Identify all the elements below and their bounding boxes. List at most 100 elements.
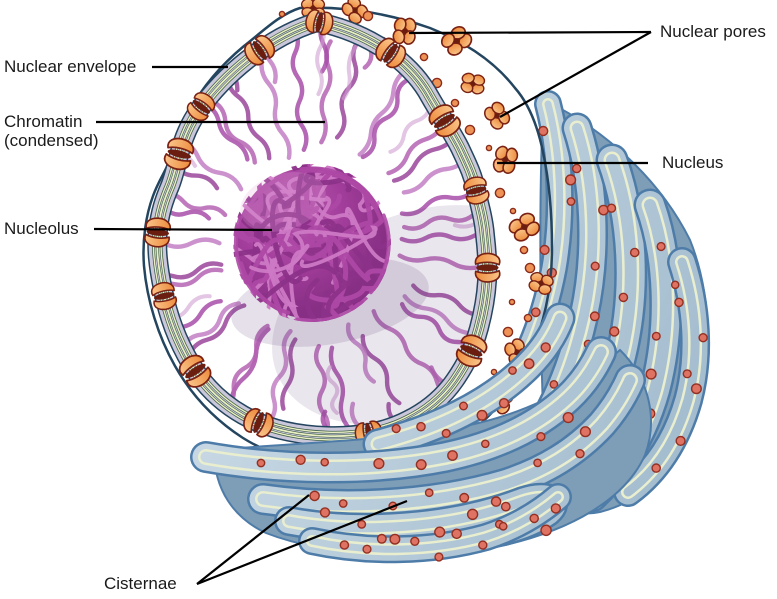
ribosome-dot [566, 197, 576, 206]
ribosome-dot [562, 412, 574, 424]
ribosome-dot [464, 124, 476, 136]
ribosome-dot [540, 524, 552, 537]
ribosome-dot [339, 540, 350, 550]
ribosome-dot [598, 204, 609, 216]
ribosome-dot [490, 496, 502, 507]
ribosome-dot [498, 521, 508, 531]
ribosome-dot [690, 383, 702, 395]
ribosome-dot [447, 450, 458, 461]
ribosome-dot [536, 432, 546, 442]
ribosome-dot [389, 533, 401, 545]
ribosome-dot [564, 174, 577, 186]
ribosome-dot [674, 297, 684, 308]
ribosome-dot [538, 125, 549, 137]
nuclear-pore-top-icon [503, 207, 545, 248]
ribosome-dot [549, 379, 559, 389]
ribosome-dot [539, 244, 550, 256]
nuclear-pore-top-icon [479, 97, 516, 135]
ribosome-dot [550, 503, 561, 514]
label-nucleolus: Nucleolus [4, 219, 79, 238]
ribosome-dot [579, 426, 592, 438]
ribosome-dot [502, 326, 514, 338]
ribosome-dot [376, 533, 387, 544]
label-chromatin: Chromatin (condensed) [4, 112, 99, 150]
ribosome-dot [459, 401, 469, 411]
ribosome-dot [478, 540, 488, 550]
label-nuclear-envelope: Nuclear envelope [4, 57, 137, 76]
ribosome-dot [682, 369, 692, 379]
ribosome-dot [618, 292, 629, 303]
ribosome-dot [523, 313, 533, 323]
ribosome-dot [609, 326, 620, 337]
ribosome-dot [670, 280, 680, 290]
ribosome-dot [451, 528, 463, 540]
ribosome-dot [508, 298, 516, 306]
ribosome-dot [629, 247, 640, 258]
leader-lines-group [93, 30, 652, 586]
ribosome-dot [424, 488, 434, 498]
ribosome-dot [651, 463, 662, 473]
ribosome-dot [508, 366, 517, 375]
endoplasmic-reticulum-front-group [190, 302, 652, 564]
ribosome-dot [434, 552, 444, 562]
ribosome-dot [645, 368, 657, 380]
ribosome-dot [278, 10, 286, 18]
ribosome-dot [589, 311, 600, 322]
ribosome-dot [419, 52, 429, 62]
ribosome-dot [466, 508, 479, 520]
nuclear-pore-top-icon [435, 20, 478, 62]
ribosome-dot [571, 163, 582, 174]
leader-cisternae-right [196, 499, 408, 586]
ribosome-dot [540, 342, 551, 353]
ribosome-dot [590, 261, 600, 271]
ribosome-dot [357, 519, 367, 529]
ribosome-dot [362, 544, 372, 554]
ribosome-dot [524, 262, 536, 274]
ribosome-dot [698, 333, 708, 343]
ribosome-dot [651, 331, 661, 341]
ribosome-dot [362, 10, 374, 22]
ribosome-dot [500, 501, 511, 512]
ribosome-dot [441, 428, 451, 439]
ribosome-dot [459, 492, 470, 503]
ribosome-dot [391, 424, 401, 434]
ribosome-dot [410, 536, 420, 546]
label-chromatin-line1: Chromatin [4, 112, 83, 131]
ribosome-dot [519, 245, 529, 255]
ribosome-dot [523, 358, 535, 370]
ribosome-dot [476, 409, 488, 421]
ribosome-dot [256, 458, 266, 468]
ribosome-dot [509, 207, 517, 215]
nuclear-pore-top-icon [489, 142, 522, 178]
ribosome-dot [530, 307, 541, 318]
ribosome-dot [529, 513, 540, 524]
ribosome-dot [434, 526, 446, 538]
ribosome-dot [338, 499, 348, 508]
ribosome-dot [415, 459, 427, 471]
leader-nuclear-pores-top [408, 30, 652, 35]
ribosome-dot [295, 454, 306, 465]
ribosome-dot [416, 421, 426, 432]
ribosome-dot [533, 458, 542, 468]
leader-nucleolus [93, 227, 273, 232]
label-chromatin-line2: (condensed) [4, 131, 99, 150]
ribosome-dot [498, 398, 510, 409]
label-cisternae: Cisternae [104, 574, 177, 593]
leader-nuclear-pores-side [499, 31, 652, 118]
ribosome-dot [656, 241, 666, 252]
ribosome-dot [494, 187, 506, 199]
ribosome-dot [675, 435, 686, 447]
ribosome-dot [320, 457, 330, 467]
leader-cisternae-left [196, 494, 310, 585]
ribosome-dot [450, 98, 460, 108]
nuclear-pore-top-icon [458, 70, 488, 98]
ribosome-dot [373, 458, 385, 470]
label-nucleus: Nucleus [662, 153, 724, 172]
ribosome-dot [575, 449, 585, 459]
nuclear-pore-icon [474, 252, 501, 283]
label-nuclear-pores: Nuclear pores [660, 22, 766, 41]
ribosome-dot [490, 368, 498, 376]
ribosome-dot [319, 507, 331, 518]
